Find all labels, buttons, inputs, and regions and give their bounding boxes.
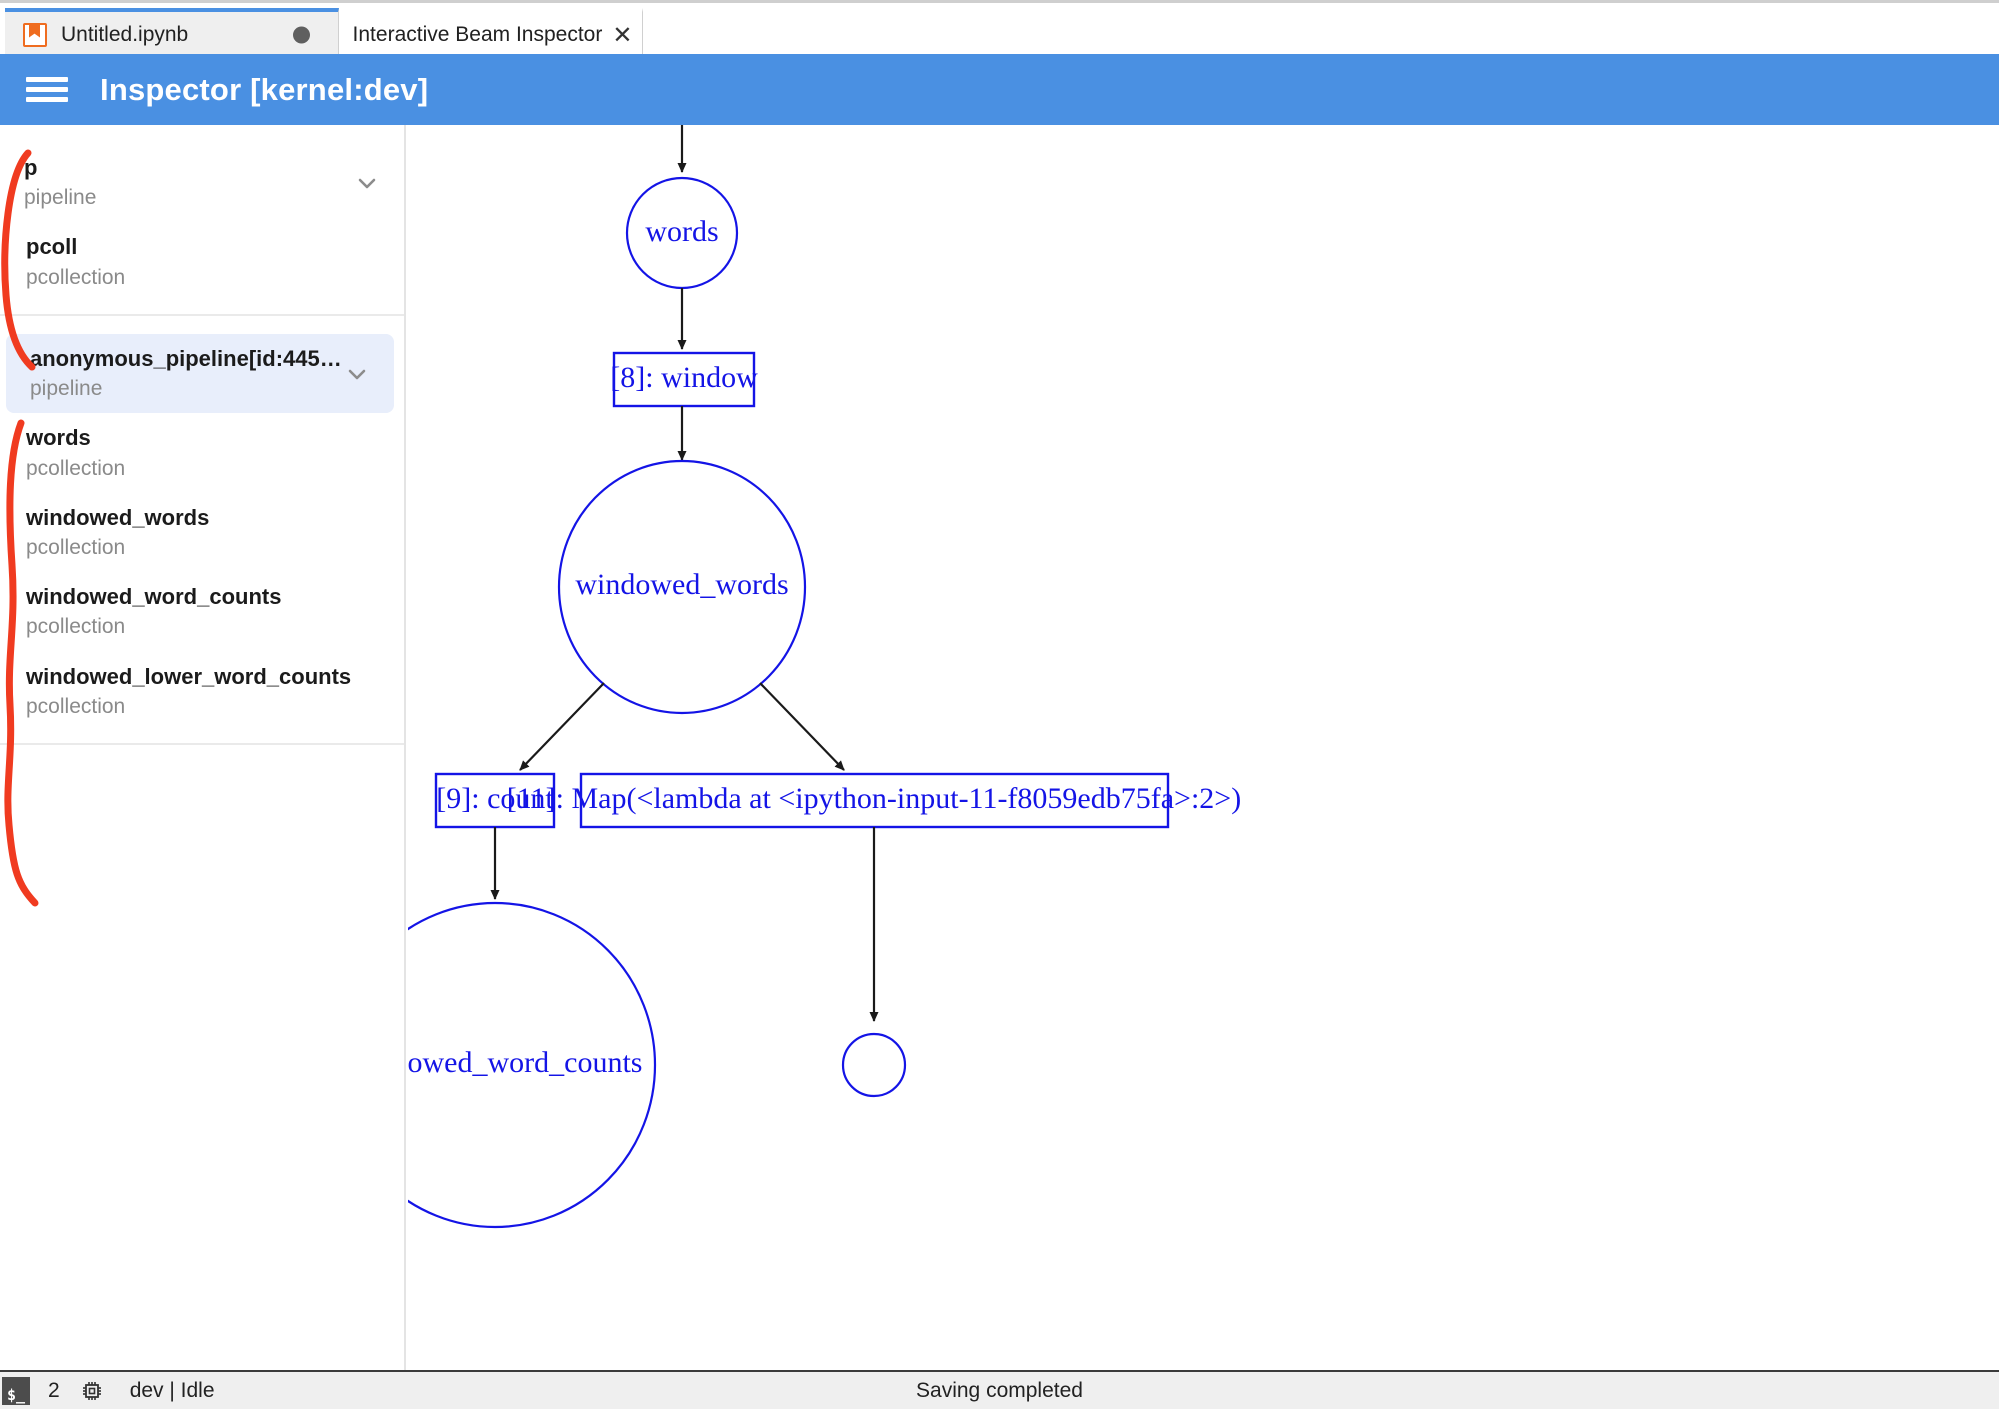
graph-node-windowed-word-counts-label: windowed_word_counts [408,1046,642,1079]
sidebar-item-type: pipeline [30,377,103,401]
close-icon[interactable]: ✕ [612,20,633,49]
graph-node-words-label: words [645,215,718,248]
pipeline-graph-svg: words [8]: window windowed_words [9]: co… [408,125,1241,1229]
pipeline-graph-canvas[interactable]: words [8]: window windowed_words [9]: co… [408,125,1999,1370]
graph-edge-windowedwords-count [519,682,605,771]
sidebar-item-words[interactable]: words pcollection [0,413,404,492]
notebook-icon [23,22,47,47]
sidebar-item-label: windowed_words [26,504,210,530]
graph-node-windowed-word-counts[interactable] [408,901,657,1229]
sidebar-item-label: windowed_word_counts [26,584,282,610]
sidebar-item-type: pcollection [26,694,126,718]
terminal-glyph: $_ [6,1385,26,1404]
sidebar-group-pipeline-p: p pipeline pcoll pcollection [0,125,404,316]
graph-node-count-label: [9]: count [436,782,554,815]
kernel-count[interactable]: 2 [48,1378,60,1402]
tab-label: Interactive Beam Inspector [352,22,603,46]
tab-bar: Untitled.ipynb Interactive Beam Inspecto… [0,0,1999,57]
sidebar-item-type: pipeline [24,186,97,210]
status-bar: $_ 2 dev | Idle Saving completed [0,1370,1999,1409]
sidebar-item-type: pcollection [26,535,126,559]
graph-node-window-label: [8]: window [610,361,758,394]
sidebar-item-label: pcoll [26,234,78,260]
inspector-sidebar[interactable]: p pipeline pcoll pcollection anonymous_p… [0,125,406,1370]
terminal-icon[interactable]: $_ [2,1376,30,1405]
graph-node-windowed-words[interactable] [557,459,807,715]
sidebar-item-label: words [26,425,91,451]
sidebar-item-type: pcollection [26,615,126,639]
sidebar-item-windowed-word-counts[interactable]: windowed_word_counts pcollection [0,572,404,651]
unsaved-indicator-dot [293,26,310,43]
inspector-header: Inspector [kernel:dev] [0,54,1999,125]
graph-node-small[interactable] [841,1032,907,1098]
sidebar-item-anonymous-pipeline[interactable]: anonymous_pipeline[id:44516… pipeline [6,333,394,414]
sidebar-item-label: p [24,155,38,180]
graph-node-map-label: [11]: Map(<lambda at <ipython-input-11-f… [507,782,1241,815]
sidebar-item-p[interactable]: p pipeline [0,143,404,222]
tab-untitled-ipynb[interactable]: Untitled.ipynb [5,8,339,57]
graph-edge-windowedwords-map [759,682,845,771]
sidebar-item-windowed-lower-word-counts[interactable]: windowed_lower_word_counts pcollection [0,652,404,731]
sidebar-item-windowed-words[interactable]: windowed_words pcollection [0,493,404,572]
inspector-body: p pipeline pcoll pcollection anonymous_p… [0,125,1999,1370]
chevron-down-icon[interactable] [356,172,378,194]
graph-node-windowed-words-label: windowed_words [575,568,788,601]
sidebar-item-pcoll[interactable]: pcoll pcollection [0,222,404,301]
page-title: Inspector [kernel:dev] [100,71,429,107]
sidebar-group-anonymous-pipeline: anonymous_pipeline[id:44516… pipeline wo… [0,316,404,746]
kernel-status[interactable]: dev | Idle [129,1378,215,1402]
status-message: Saving completed [916,1378,1083,1402]
chevron-down-icon[interactable] [346,363,368,385]
sidebar-item-type: pcollection [26,456,126,480]
chip-icon[interactable] [80,1379,104,1403]
sidebar-item-type: pcollection [26,265,126,289]
tab-interactive-beam-inspector[interactable]: Interactive Beam Inspector ✕ [343,8,643,57]
sidebar-item-label: anonymous_pipeline[id:44516… [30,345,350,371]
tab-label: Untitled.ipynb [61,22,189,46]
hamburger-icon[interactable] [26,75,68,105]
sidebar-item-label: windowed_lower_word_counts [26,663,352,689]
graph-node-window[interactable] [612,351,756,408]
